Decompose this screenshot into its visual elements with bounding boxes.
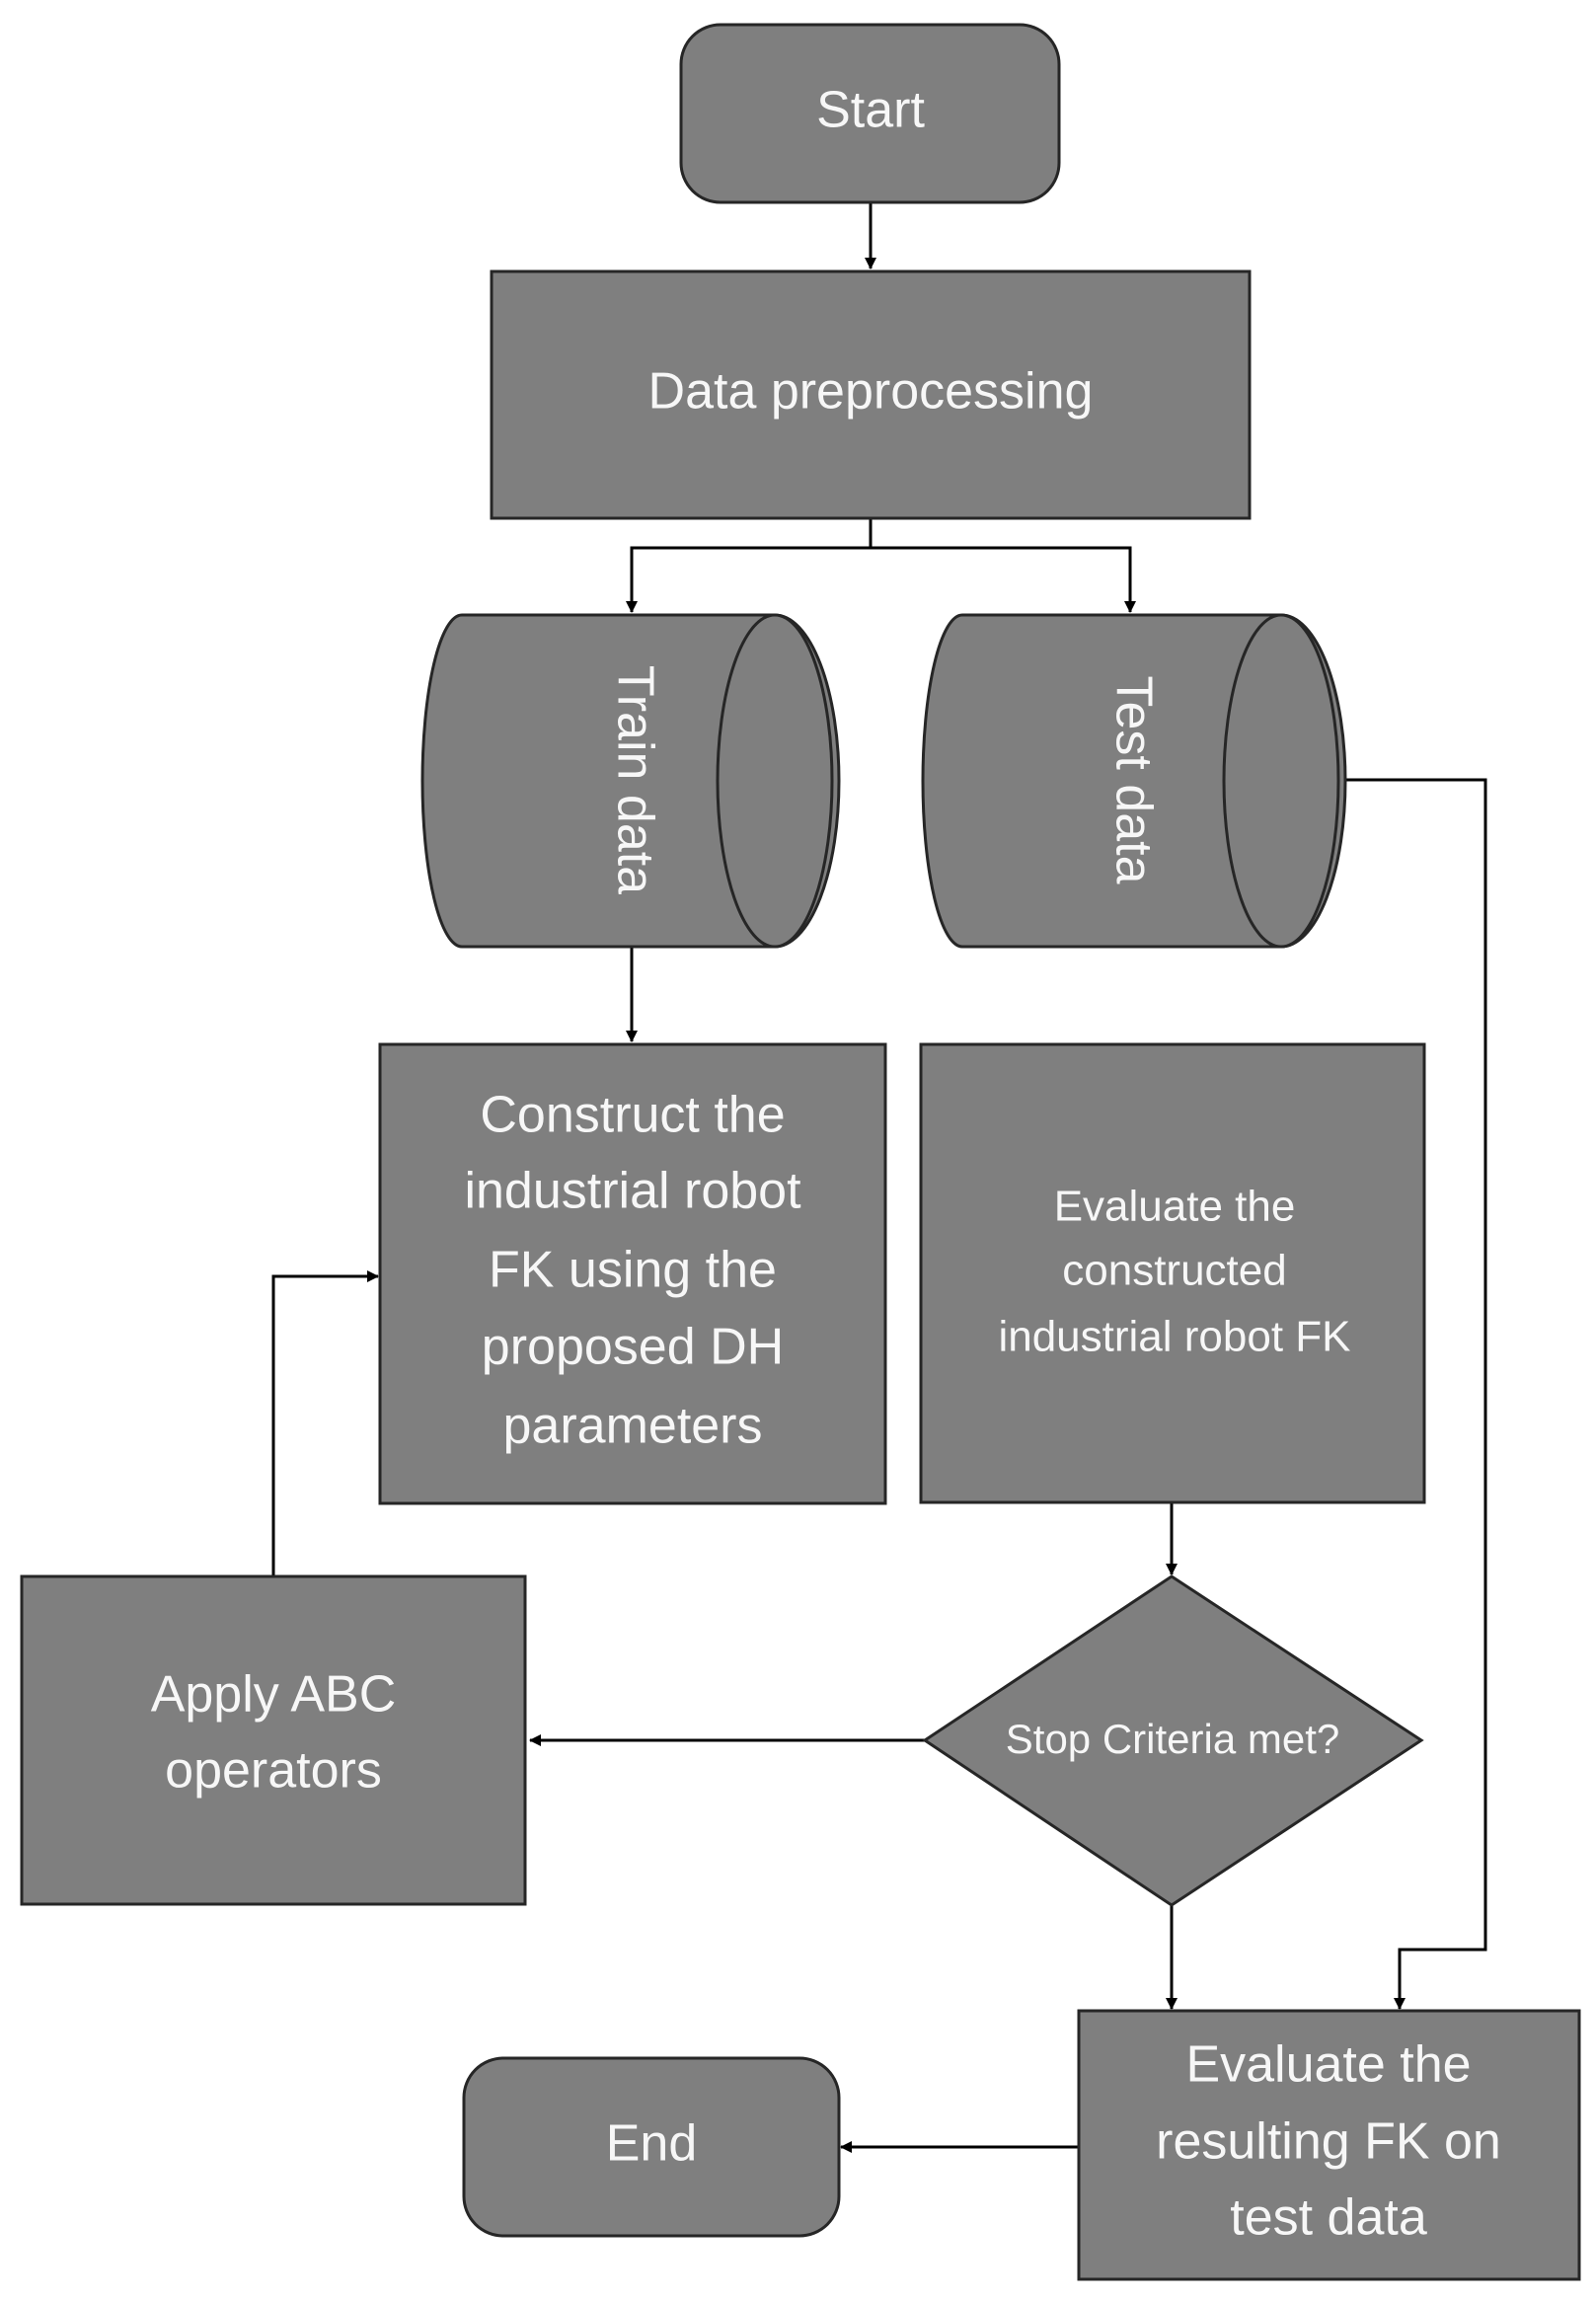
test-data-label: Test data (1104, 675, 1162, 883)
end-label: End (606, 2115, 698, 2173)
start-node: Start (679, 23, 1061, 204)
construct-line-3: FK using the (489, 1242, 777, 1299)
apply-abc-node: Apply ABC operators (20, 1574, 527, 1906)
construct-fk-node: Construct the industrial robot FK using … (378, 1042, 887, 1505)
train-data-cylinder: Train data (420, 613, 841, 949)
evaluate-result-line-3: test data (1230, 2189, 1427, 2247)
stop-criteria-decision: Stop Criteria met? (922, 1574, 1424, 1907)
construct-line-4: proposed DH (482, 1319, 784, 1376)
construct-line-2: industrial robot (464, 1163, 801, 1220)
start-label: Start (816, 82, 925, 139)
edge-preprocessing-to-train (626, 518, 873, 613)
evaluate-result-line-1: Evaluate the (1185, 2036, 1471, 2094)
decision-label: Stop Criteria met? (1006, 1716, 1339, 1762)
construct-line-1: Construct the (480, 1087, 785, 1144)
evaluate-result-line-2: resulting FK on (1156, 2113, 1501, 2171)
test-data-cylinder: Test data (921, 613, 1347, 949)
construct-line-5: parameters (503, 1398, 763, 1455)
evaluate-constructed-node: Evaluate the constructed industrial robo… (919, 1042, 1426, 1504)
apply-abc-line-1: Apply ABC (151, 1666, 397, 1724)
evaluate-constructed-line-1: Evaluate the (1054, 1183, 1296, 1231)
evaluate-constructed-line-2: constructed (1062, 1247, 1286, 1295)
preprocessing-node: Data preprocessing (490, 269, 1252, 520)
preprocessing-label: Data preprocessing (648, 363, 1094, 421)
edge-test-to-evaluate-result (1342, 778, 1487, 2010)
train-data-label: Train data (606, 665, 663, 894)
apply-abc-line-2: operators (165, 1742, 382, 1800)
edge-preprocessing-to-test (871, 546, 1136, 613)
edge-apply-abc-to-construct (271, 1270, 379, 1576)
evaluate-result-node: Evaluate the resulting FK on test data (1077, 2009, 1581, 2281)
evaluate-constructed-line-3: industrial robot FK (998, 1313, 1350, 1361)
end-node: End (462, 2056, 841, 2238)
